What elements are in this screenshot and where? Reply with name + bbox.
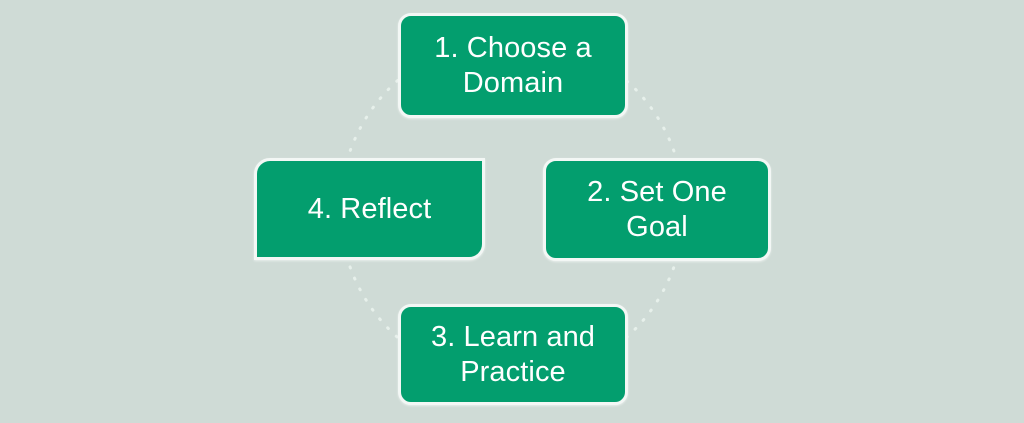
cycle-node-label: 3. Learn and Practice [430, 321, 596, 388]
cycle-node-label: 4. Reflect [307, 192, 432, 225]
cycle-node-label: 1. Choose a Domain [434, 32, 592, 99]
cycle-node-choose-a-domain[interactable]: 1. Choose a Domain [398, 13, 628, 118]
cycle-node-learn-and-practice[interactable]: 3. Learn and Practice [398, 304, 628, 405]
cycle-node-set-one-goal[interactable]: 2. Set One Goal [543, 158, 771, 261]
cycle-node-label: 2. Set One Goal [587, 176, 727, 243]
cycle-node-reflect[interactable]: 4. Reflect [254, 158, 485, 260]
